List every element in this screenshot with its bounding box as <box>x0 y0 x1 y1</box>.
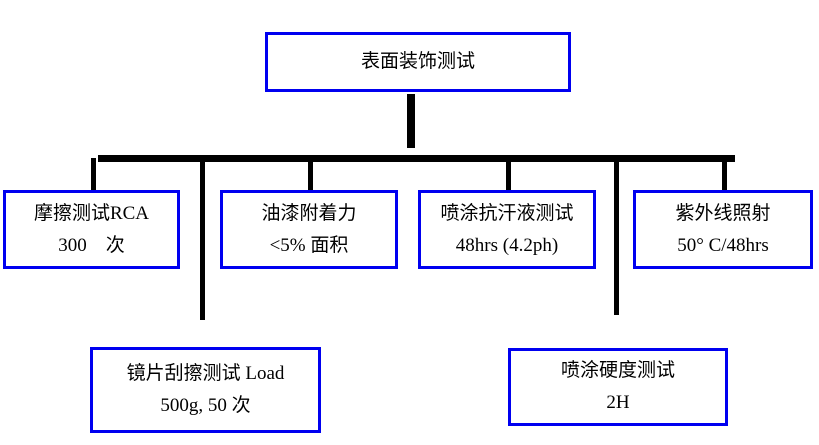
node-label-line1: 喷涂抗汗液测试 <box>440 202 574 224</box>
node-label-line1: 镜片刮擦测试 Load <box>126 363 285 384</box>
node-label-line2: 300 次 <box>58 234 125 256</box>
node-label: 表面装饰测试 <box>360 51 475 72</box>
node-friction-test-rca: 摩擦测试RCA 300 次 <box>3 190 180 269</box>
node-label-line2: 50° C/48hrs <box>677 234 769 256</box>
drop-connector-lens-scratch-test <box>200 162 205 320</box>
drop-connector-friction-test <box>91 158 96 191</box>
node-surface-decoration-test: 表面装饰测试 <box>265 32 571 92</box>
drop-connector-coating-hardness-test <box>614 162 619 315</box>
node-label-line1: 紫外线照射 <box>675 202 771 224</box>
node-lens-scratch-test: 镜片刮擦测试 Load 500g, 50 次 <box>90 347 321 433</box>
drop-connector-uv-exposure <box>722 162 727 191</box>
node-label-line2: 2H <box>606 392 630 413</box>
node-label-line1: 喷涂硬度测试 <box>560 360 675 381</box>
node-label-line1: 摩擦测试RCA <box>33 202 150 224</box>
bus-connector <box>98 155 735 162</box>
node-uv-exposure: 紫外线照射 50° C/48hrs <box>633 190 813 269</box>
node-paint-adhesion: 油漆附着力 <5% 面积 <box>220 190 398 269</box>
node-label-line1: 油漆附着力 <box>261 202 357 224</box>
node-anti-sweat-test: 喷涂抗汗液测试 48hrs (4.2ph) <box>418 190 596 269</box>
node-label-line2: 48hrs (4.2ph) <box>455 234 559 256</box>
node-coating-hardness-test: 喷涂硬度测试 2H <box>508 348 728 426</box>
trunk-connector <box>407 94 415 148</box>
node-label-line2: <5% 面积 <box>269 234 349 256</box>
drop-connector-paint-adhesion <box>308 162 313 191</box>
drop-connector-anti-sweat-test <box>506 162 511 191</box>
node-label-line2: 500g, 50 次 <box>160 395 251 416</box>
